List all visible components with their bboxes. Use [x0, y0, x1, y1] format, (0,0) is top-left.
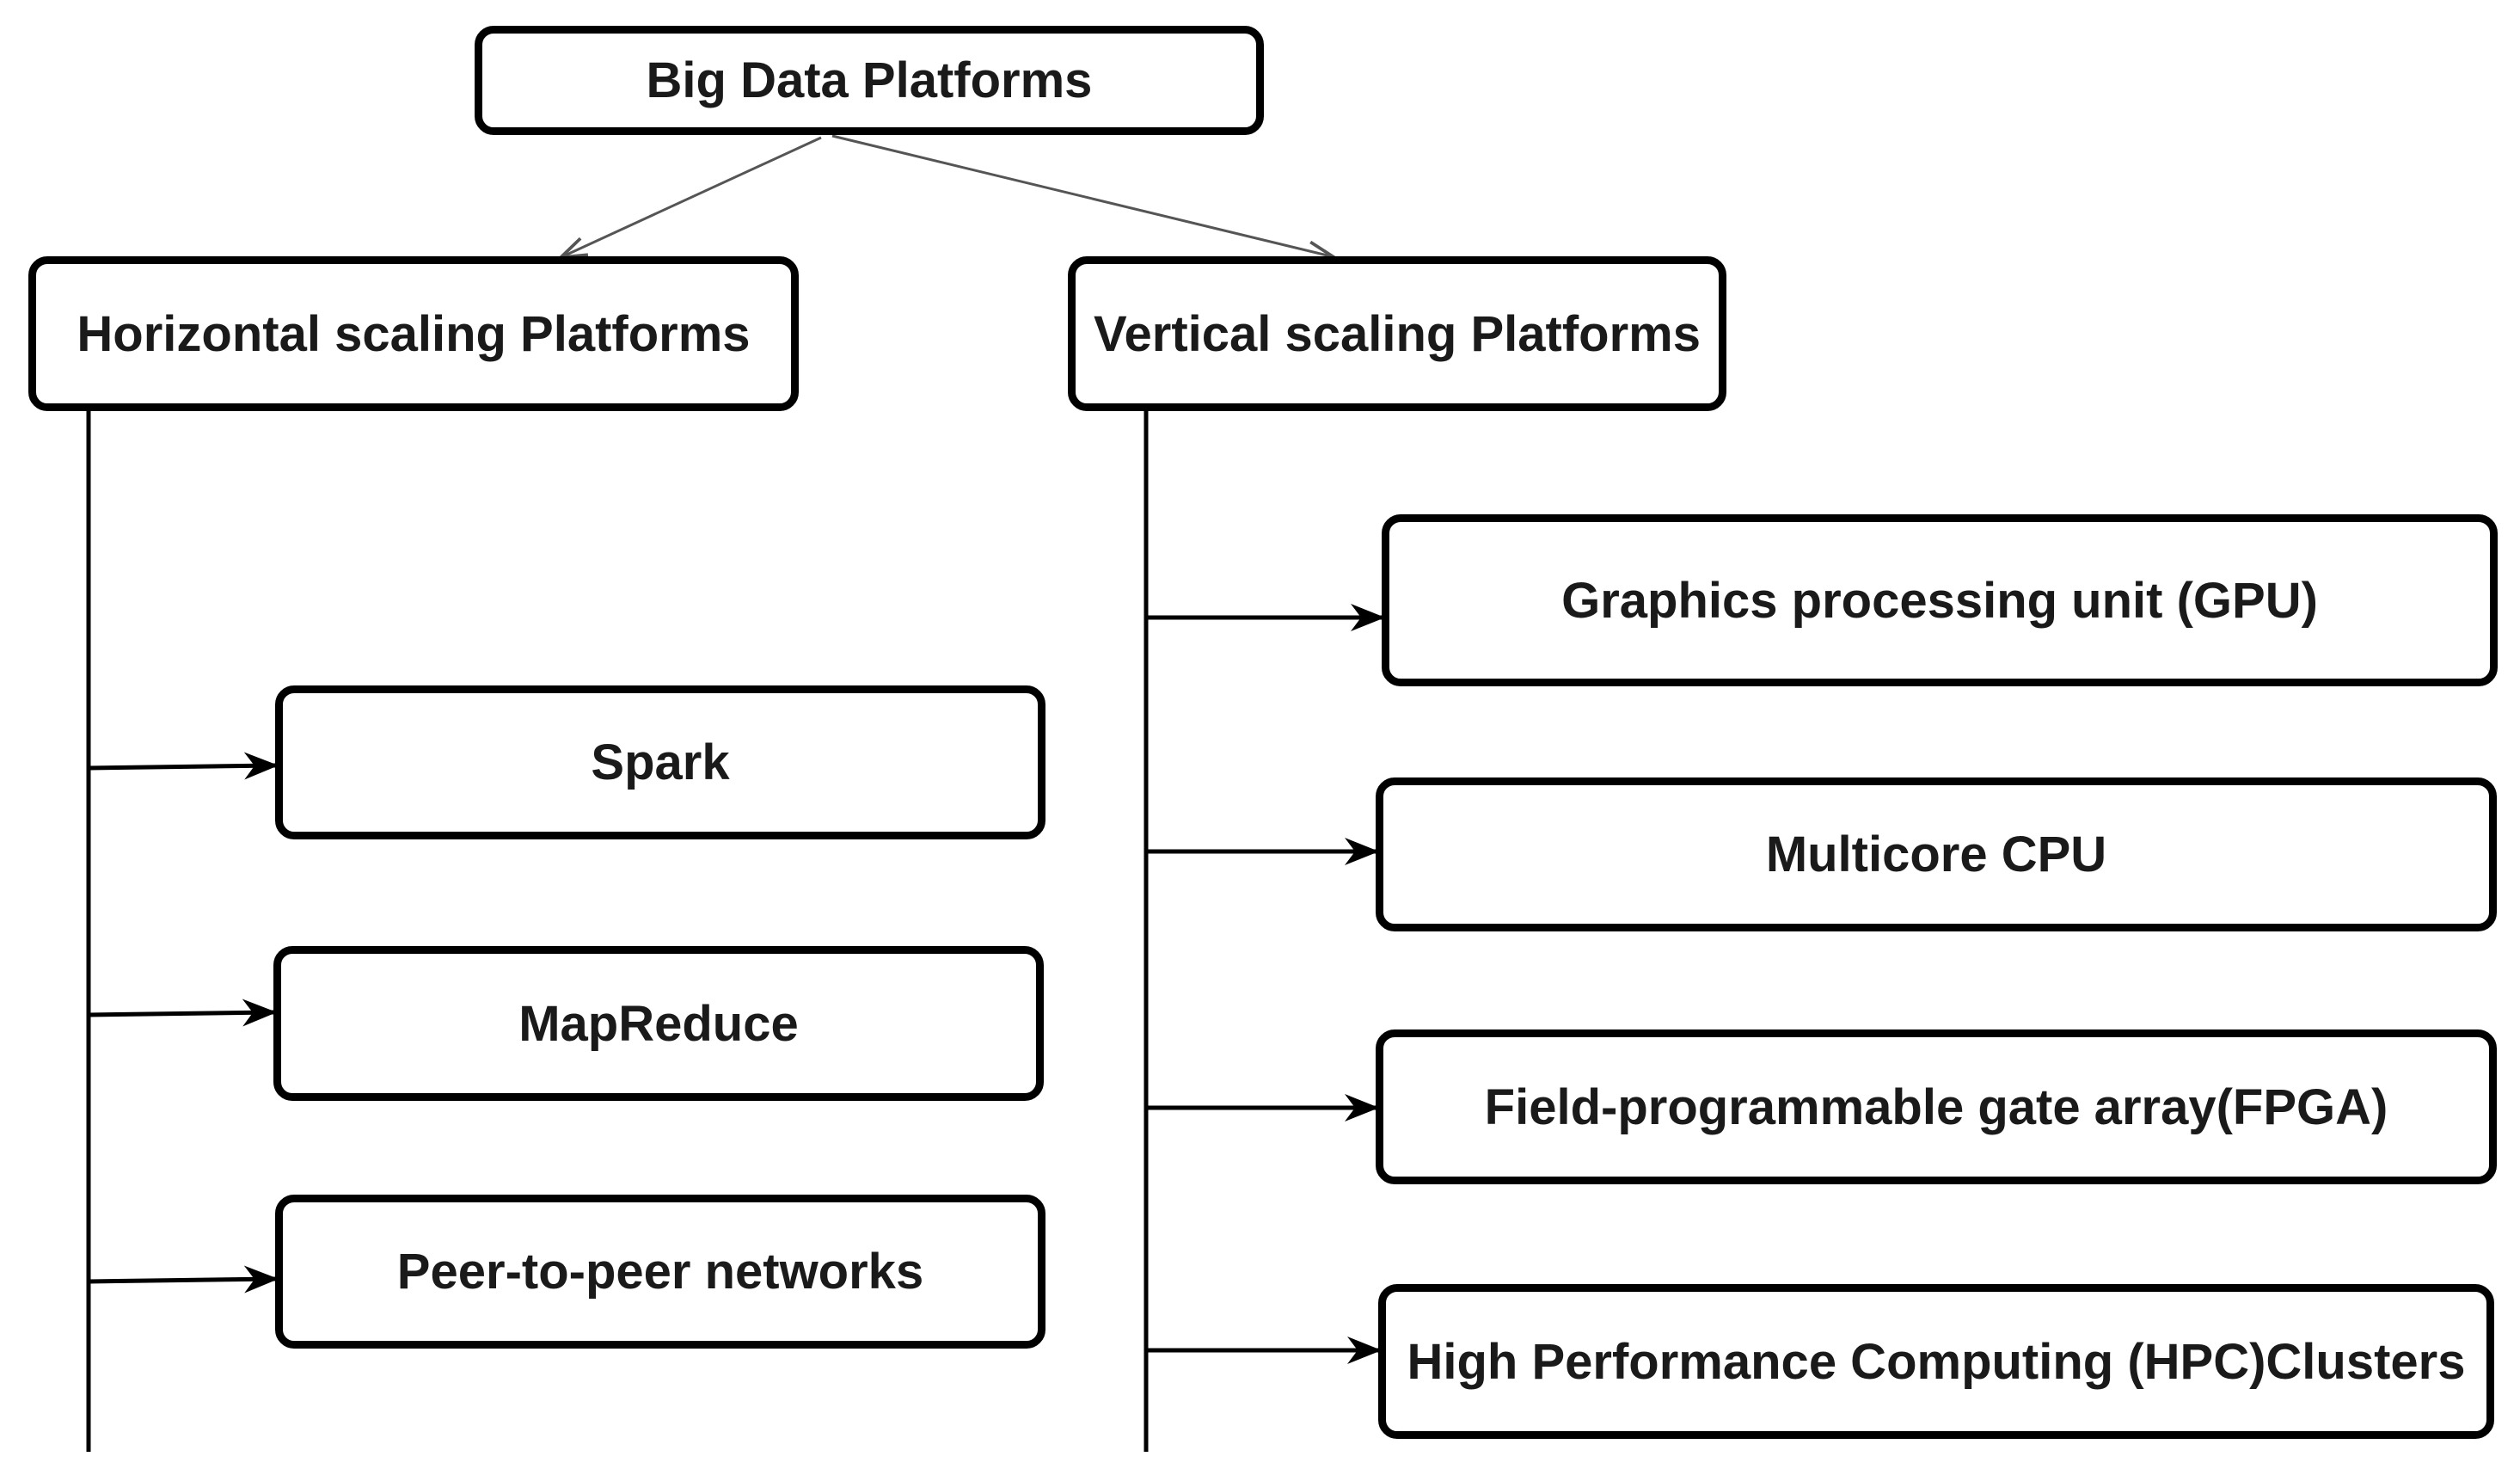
spark-node: Spark [275, 685, 1045, 839]
horizontal-scaling-label: Horizontal scaling Platforms [77, 305, 751, 362]
spark-label: Spark [591, 734, 730, 790]
vertical-scaling-label: Vertical scaling Platforms [1094, 305, 1701, 362]
fpga-label: Field-programmable gate array(FPGA) [1484, 1079, 2388, 1135]
multicore-node: Multicore CPU [1376, 777, 2497, 931]
mapreduce-node: MapReduce [273, 946, 1044, 1101]
root-node: Big Data Platforms [475, 26, 1264, 135]
p2p-label: Peer-to-peer networks [396, 1244, 924, 1300]
gpu-node: Graphics processing unit (GPU) [1382, 514, 2498, 686]
root-label: Big Data Platforms [646, 52, 1093, 108]
spark-arrow [88, 752, 279, 780]
mapreduce-arrow [88, 999, 277, 1027]
horizontal-scaling-node: Horizontal scaling Platforms [28, 256, 799, 411]
hpc-label: High Performance Computing (HPC)Clusters [1407, 1333, 2466, 1390]
root-to-vertical-connector [831, 134, 1331, 256]
hpc-node: High Performance Computing (HPC)Clusters [1378, 1284, 2494, 1439]
p2p-arrow [88, 1265, 279, 1294]
fpga-node: Field-programmable gate array(FPGA) [1376, 1029, 2497, 1184]
vertical-scaling-node: Vertical scaling Platforms [1068, 256, 1726, 411]
gpu-label: Graphics processing unit (GPU) [1561, 572, 2318, 629]
multicore-label: Multicore CPU [1765, 827, 2107, 882]
p2p-node: Peer-to-peer networks [275, 1195, 1045, 1349]
mapreduce-label: MapReduce [518, 995, 799, 1052]
root-to-horizontal-connector [563, 136, 822, 256]
